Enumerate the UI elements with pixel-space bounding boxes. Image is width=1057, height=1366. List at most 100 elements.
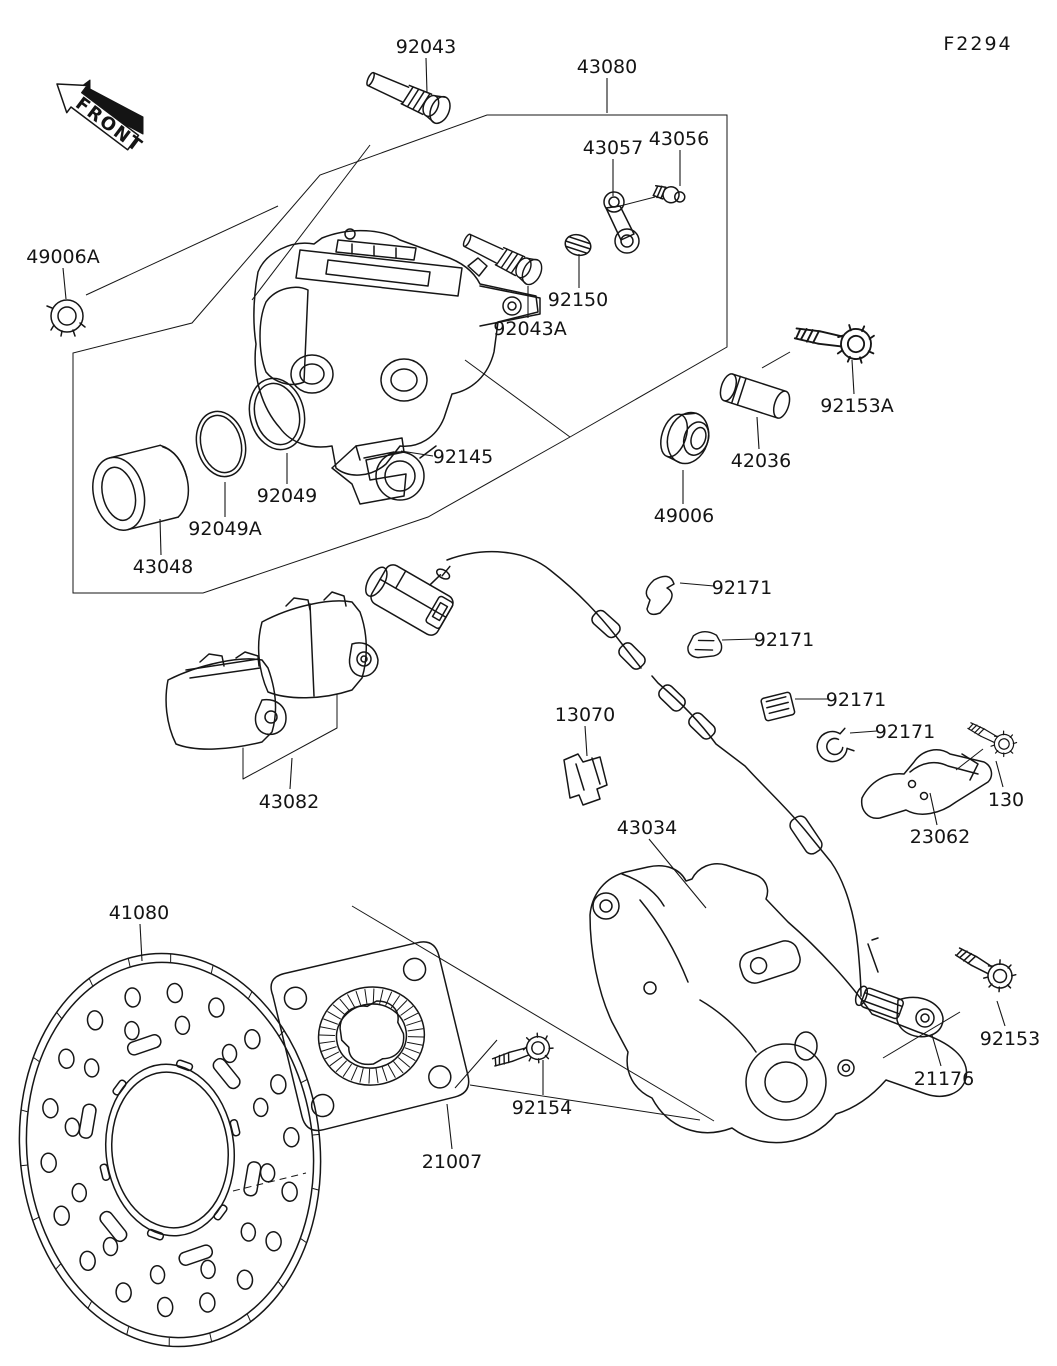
leader-line-92043 — [425, 57, 428, 94]
disc-hole — [283, 1127, 300, 1148]
leader-line-23062 — [929, 792, 938, 826]
disc-rim-notch — [55, 1263, 61, 1270]
rotor-slot-tick — [407, 1028, 424, 1032]
seal-92049 — [248, 377, 306, 451]
rotor-slot-tick — [332, 1004, 345, 1015]
rotor-slot-tick — [335, 1060, 347, 1072]
part-label-92154: 92154 — [512, 1097, 572, 1119]
slide-pin-92043 — [361, 64, 455, 128]
leader-line-42036 — [756, 416, 760, 450]
leader-line-21007 — [446, 1103, 453, 1150]
part-label-92145: 92145 — [433, 446, 493, 468]
part-label-23062: 23062 — [910, 826, 970, 848]
disc-hole — [265, 1231, 282, 1252]
leader-line-130 — [995, 760, 1004, 788]
disc-slot — [178, 1244, 214, 1266]
bleed-valve-43056 — [652, 185, 686, 204]
rotor-slot-tick — [321, 1046, 337, 1052]
part-label-92171: 92171 — [754, 629, 814, 651]
disc-rim-notch — [247, 1314, 252, 1323]
rotor-slot-tick — [407, 1036, 424, 1038]
rotor-slot-tick — [364, 988, 368, 1004]
part-label-130: 130 — [988, 789, 1024, 811]
disc-hole — [83, 1058, 100, 1078]
leader-line-43082 — [289, 757, 293, 790]
leader-line-92153A — [851, 359, 855, 395]
cap-92150 — [564, 233, 592, 257]
disc-slot — [212, 1057, 241, 1090]
disc-rim-notch — [210, 964, 214, 974]
disc-hole — [71, 1182, 88, 1203]
abs-sensor-unit — [365, 551, 862, 997]
disc-slot — [126, 1034, 162, 1056]
disc-small-slot — [229, 1119, 241, 1137]
leader-line-92153 — [996, 1000, 1006, 1027]
rotor-slot-tick — [406, 1020, 422, 1026]
brake-pads-43082 — [165, 591, 379, 780]
leader-line-41080 — [139, 923, 143, 962]
rotor-slot-tick — [339, 998, 350, 1011]
part-label-21176: 21176 — [914, 1068, 974, 1090]
leader-line-43048 — [159, 518, 162, 556]
piston-43048 — [92, 444, 190, 531]
disc-hole — [244, 1028, 261, 1050]
disc-rim-notch — [279, 1030, 285, 1037]
part-label-21007: 21007 — [422, 1151, 482, 1173]
pivot-bolt-92153a — [791, 313, 879, 367]
clip-13070 — [563, 753, 608, 806]
disc-slot — [78, 1103, 97, 1139]
seal-92049a — [195, 410, 247, 478]
part-label-92171: 92171 — [826, 689, 886, 711]
disc-hole — [40, 1152, 57, 1173]
disc-small-slot — [146, 1228, 165, 1241]
disc-rim-notch — [32, 1217, 39, 1221]
part-label-92153A: 92153A — [820, 395, 893, 417]
disc-hole — [221, 1043, 238, 1064]
part-label-92171: 92171 — [875, 721, 935, 743]
disc-hole — [281, 1181, 298, 1202]
part-label-92049: 92049 — [257, 485, 317, 507]
leader-line-92171 — [679, 582, 715, 587]
leader-line-21176 — [931, 1034, 942, 1067]
rotor-slot-tick — [320, 1026, 336, 1031]
rotor-slot-tick — [355, 990, 362, 1006]
caliper-assembly-box — [72, 114, 728, 594]
disc-hole — [236, 1269, 254, 1290]
leader-line-13070 — [584, 725, 588, 757]
part-label-43082: 43082 — [259, 791, 319, 813]
disc-hole — [64, 1117, 81, 1137]
part-label-43056: 43056 — [649, 128, 709, 150]
rotor-slot-tick — [327, 1011, 341, 1020]
part-label-92171: 92171 — [712, 577, 772, 599]
leader-line-43034 — [648, 838, 707, 909]
rotor-slot-tick — [396, 1000, 408, 1012]
rotor-slot-tick — [398, 1057, 411, 1068]
part-label-92150: 92150 — [548, 289, 608, 311]
disc-rim-notch — [56, 1011, 62, 1019]
disc-hole — [102, 1236, 119, 1257]
bolt-92154 — [488, 1029, 557, 1077]
part-label-49006: 49006 — [654, 505, 714, 527]
rotor-slot-tick — [375, 1068, 379, 1084]
rotor-slot-tick — [368, 1068, 371, 1084]
leader-line-92171 — [849, 730, 878, 734]
disc-hole — [115, 1282, 132, 1303]
disc-hole — [53, 1205, 70, 1226]
disc-rim-notch — [168, 1337, 170, 1347]
leader-line-49006A — [62, 267, 67, 300]
disc-small-slot — [175, 1059, 194, 1072]
disc-hole — [79, 1250, 96, 1272]
cable-clip-92171-1 — [645, 575, 675, 616]
disc-hole — [174, 1015, 191, 1036]
disc-rim-notch — [312, 1133, 320, 1136]
rotor-slot-tick — [403, 1012, 419, 1021]
pad-spring-92145 — [331, 437, 407, 505]
disc-rim-notch — [127, 957, 131, 967]
part-label-43048: 43048 — [133, 556, 193, 578]
slide-pin-92043a — [458, 226, 547, 289]
disc-rim-notch — [170, 953, 172, 963]
bolt-92153 — [949, 937, 1022, 998]
disc-rim-notch — [88, 977, 93, 986]
